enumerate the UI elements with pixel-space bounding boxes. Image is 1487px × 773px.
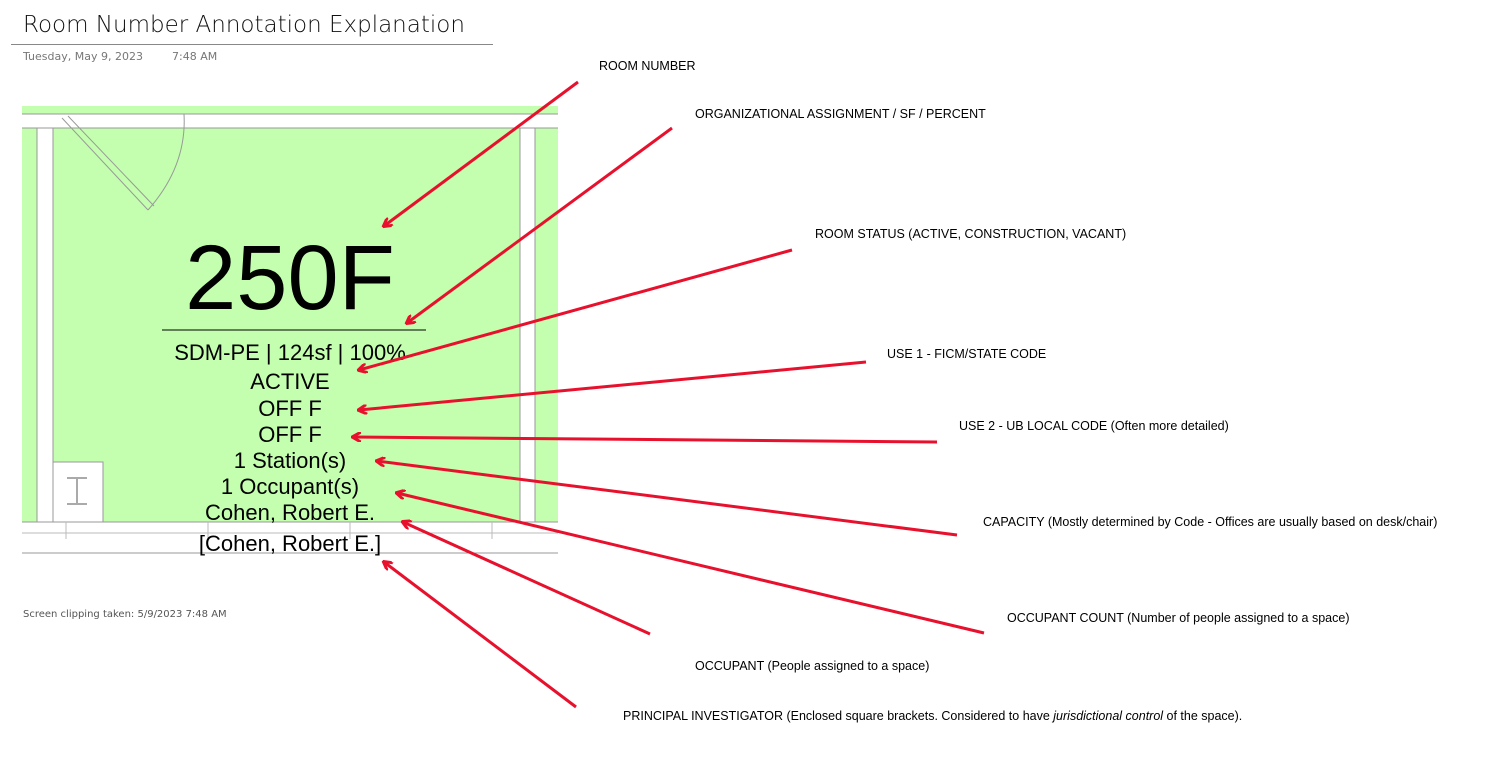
title-divider	[11, 44, 493, 45]
clipping-note: Screen clipping taken: 5/9/2023 7:48 AM	[23, 609, 227, 620]
label-capacity: CAPACITY (Mostly determined by Code - Of…	[983, 515, 1438, 529]
room-occupant: Cohen, Robert E.	[205, 500, 375, 525]
arrow-occupant-count	[397, 493, 985, 635]
arrow-status	[359, 248, 793, 370]
arrow-use2	[353, 437, 938, 444]
page-title: Room Number Annotation Explanation	[23, 12, 465, 38]
room-use2: OFF F	[258, 422, 322, 447]
room-principal-investigator: [Cohen, Robert E.]	[198, 531, 382, 556]
label-org: ORGANIZATIONAL ASSIGNMENT / SF / PERCENT	[695, 107, 986, 121]
label-occupant-count: OCCUPANT COUNT (Number of people assigne…	[1007, 611, 1350, 625]
room-assignment: SDM-PE | 124sf | 100%	[174, 340, 406, 365]
room-use1: OFF F	[258, 396, 322, 421]
pi-text: PRINCIPAL INVESTIGATOR (Enclosed square …	[623, 709, 1054, 723]
room-occupant-count: 1 Occupant(s)	[220, 474, 360, 499]
arrow-occupant	[403, 522, 651, 636]
floor-plan-image	[22, 106, 558, 554]
label-room-number: ROOM NUMBER	[599, 59, 696, 73]
room-status: ACTIVE	[250, 369, 330, 394]
page-date: Tuesday, May 9, 2023	[23, 50, 143, 63]
label-occupant: OCCUPANT (People assigned to a space)	[695, 659, 930, 673]
label-principal-investigator: PRINCIPAL INVESTIGATOR (Enclosed square …	[623, 707, 1253, 725]
page-time: 7:48 AM	[172, 50, 218, 63]
pi-text-end: of the space).	[1163, 709, 1243, 723]
arrow-org	[407, 126, 673, 323]
label-use1: USE 1 - FICM/STATE CODE	[887, 347, 1047, 361]
arrow-capacity	[377, 461, 958, 537]
pi-italic-text: jurisdictional control	[1053, 709, 1164, 723]
label-use2: USE 2 - UB LOCAL CODE (Often more detail…	[959, 419, 1229, 433]
label-status: ROOM STATUS (ACTIVE, CONSTRUCTION, VACAN…	[815, 227, 1127, 241]
arrow-room-number	[384, 80, 579, 226]
arrow-use1	[359, 360, 867, 410]
room-capacity: 1 Station(s)	[233, 448, 347, 473]
arrow-pi	[384, 562, 577, 709]
room-number: 250F	[185, 227, 395, 329]
